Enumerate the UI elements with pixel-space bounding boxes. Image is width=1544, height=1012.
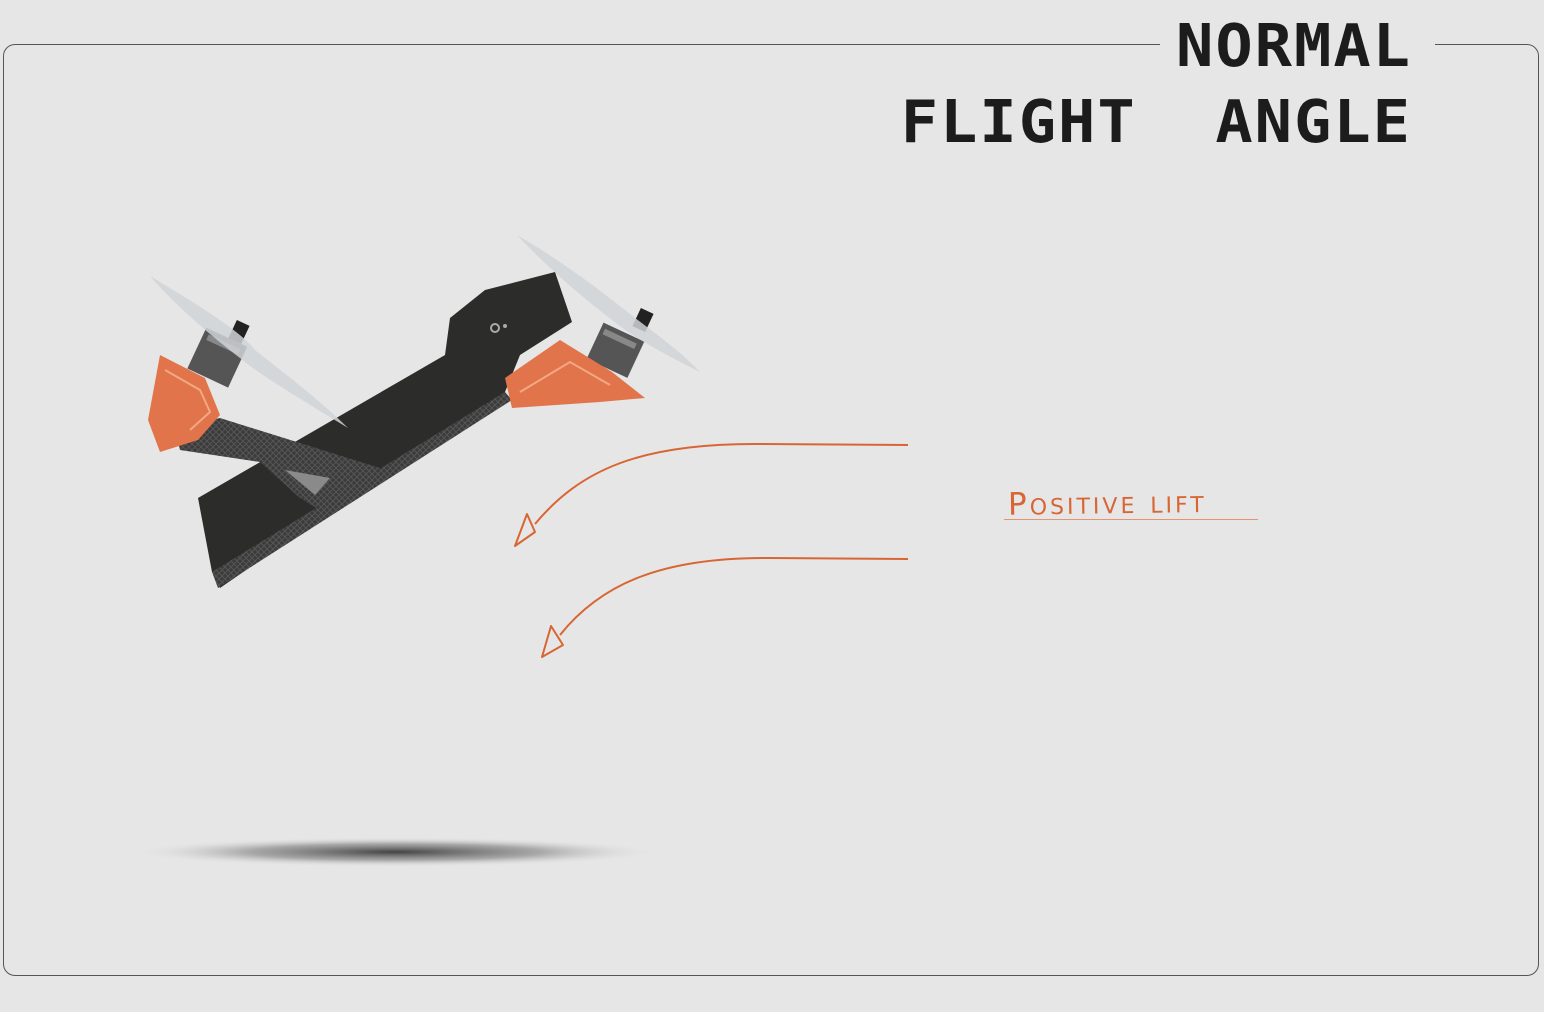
drone-arm-frame [175,418,380,510]
lift-label-underline [1004,519,1258,520]
title-line-1: NORMAL [1176,10,1412,81]
ground-shadow [130,837,660,867]
rear-propeller-icon [150,276,348,428]
diagram-title: NORMAL FLIGHT ANGLE [901,8,1412,160]
airflow-arrow-upper-icon [514,442,909,547]
front-guard [505,340,645,408]
diagram-frame [3,44,1539,976]
positive-lift-label: Positive lift [1007,483,1207,523]
drone-bottom-plate [212,392,512,588]
front-motor-icon [586,307,654,378]
title-frame-gap [1160,30,1435,60]
drone-icon [148,235,700,588]
drone-fuselage [198,272,572,588]
front-propeller-icon [517,235,700,372]
rear-guard [148,355,220,452]
airflow-arrow-lower-icon [541,556,909,658]
title-line-2: FLIGHT ANGLE [900,86,1412,157]
